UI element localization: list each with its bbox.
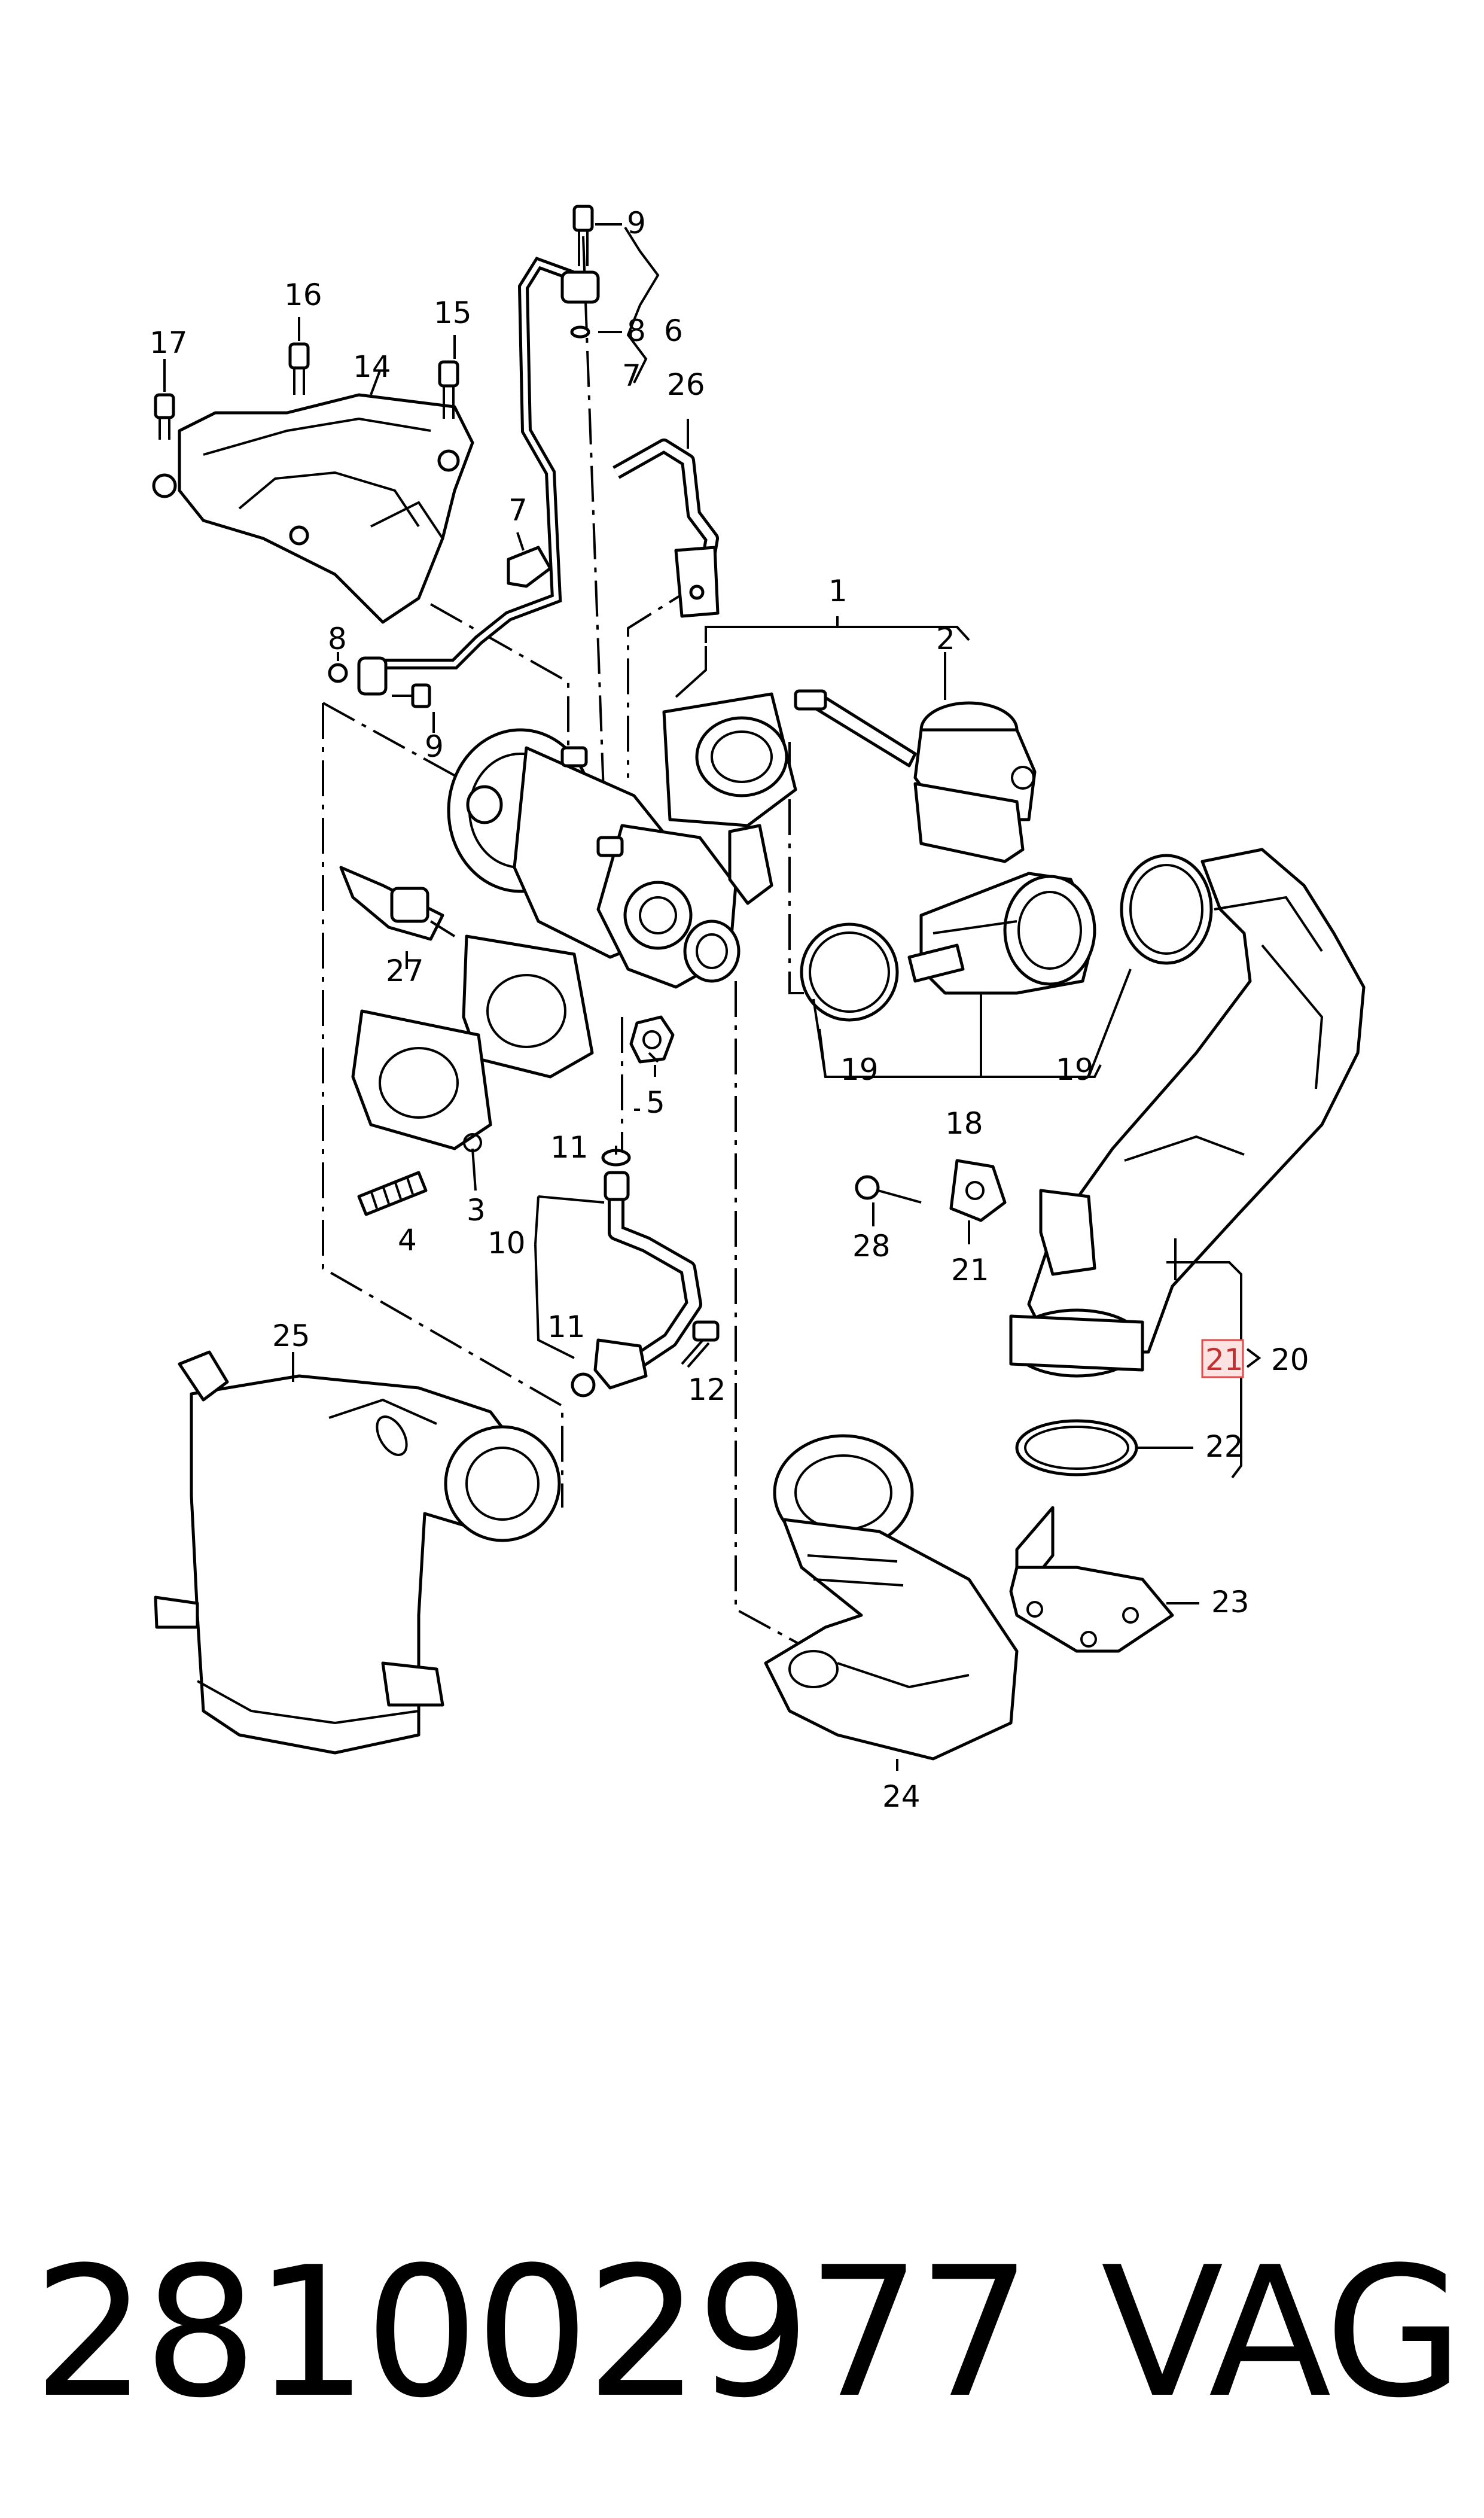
banjo-fitting-part	[328, 656, 431, 708]
callout-20: 20	[1271, 1342, 1309, 1377]
nut-5-part	[629, 1015, 675, 1064]
sensor-21-part	[949, 1159, 1096, 1276]
o-ring-19-left-part	[800, 922, 899, 1022]
callout-21b: 21	[951, 1253, 989, 1287]
clip-7-part	[507, 546, 552, 588]
part-number: 281002977	[33, 2228, 1032, 2437]
callout-9b: 9	[425, 729, 444, 764]
callout-5: 5	[646, 1085, 665, 1120]
bolt-16-part	[288, 342, 310, 395]
callout-7b: 7	[508, 493, 528, 528]
heat-shield-part	[152, 393, 474, 624]
charge-pipe-18-part	[907, 872, 1096, 995]
callout-15: 15	[434, 296, 472, 330]
callout-23: 23	[1211, 1585, 1250, 1619]
callout-19b: 19	[1056, 1052, 1094, 1087]
screw-28-part	[855, 1175, 922, 1204]
callout-11a: 11	[550, 1130, 589, 1165]
callout-14: 14	[353, 349, 391, 384]
catalytic-converter-25-part	[154, 1350, 561, 1755]
callout-24: 24	[882, 1779, 921, 1814]
callout-10: 10	[487, 1226, 526, 1260]
flange-gasket-part	[462, 934, 594, 1079]
callout-18: 18	[945, 1106, 983, 1141]
callout-25: 25	[272, 1319, 310, 1353]
callout-labels: 1 2 3 4 5 6 7 7 8 8 9 9 10 11 11 12 14 1…	[150, 206, 1309, 1814]
stud-4-part	[357, 1171, 428, 1216]
charge-air-hose-20-part	[1009, 848, 1366, 1378]
bracket-23-part	[1009, 1506, 1174, 1653]
callout-12: 12	[688, 1372, 726, 1407]
callout-4: 4	[398, 1223, 417, 1258]
brand-name: VAG	[1101, 2228, 1464, 2437]
callout-17: 17	[150, 325, 188, 360]
leader-lines	[163, 223, 1242, 1771]
callout-11b: 11	[547, 1310, 586, 1344]
footer: 281002977 VAG	[0, 2213, 1484, 2453]
callout-6: 6	[664, 313, 683, 348]
oil-return-pipe-10-part	[571, 1149, 720, 1397]
callout-28: 28	[852, 1229, 891, 1263]
o-ring-19-right-part	[1120, 854, 1213, 965]
callout-22: 22	[1205, 1429, 1244, 1464]
pipe-26-part	[613, 439, 720, 618]
bolt-15-part	[438, 360, 459, 419]
callout-26: 26	[667, 367, 705, 402]
callout-8b: 8	[328, 622, 347, 656]
callout-27: 27	[386, 954, 424, 988]
bolt-17-part	[154, 393, 175, 440]
callout-21a: 21	[1205, 1342, 1244, 1377]
callout-9a: 9	[627, 206, 646, 240]
actuator-2-part	[794, 689, 1037, 863]
callout-19a: 19	[840, 1052, 879, 1087]
callout-21-highlight-box	[1201, 1339, 1244, 1378]
o-ring-22-part	[1015, 1419, 1138, 1476]
callout-2: 2	[936, 622, 955, 656]
turbocharger-part	[447, 692, 797, 989]
callout-3: 3	[467, 1193, 486, 1228]
oil-line-upper-part	[377, 205, 600, 669]
callout-16: 16	[284, 278, 322, 312]
intake-elbow-24-part	[764, 1434, 1019, 1761]
gasket-3-part	[351, 1009, 492, 1152]
callout-1: 1	[828, 574, 848, 608]
sensor-27-part	[339, 866, 456, 941]
callout-8a: 8	[627, 313, 646, 348]
callout-7a: 7	[622, 358, 641, 393]
